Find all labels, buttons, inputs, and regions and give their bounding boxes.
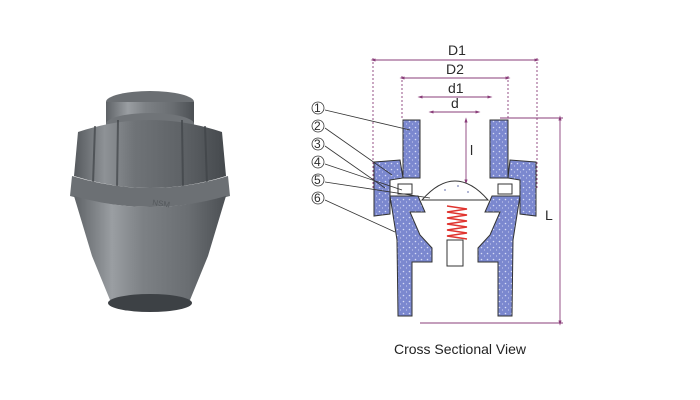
dimension-lines bbox=[370, 58, 563, 326]
dim-d1: d1 bbox=[448, 80, 464, 96]
valve-stem bbox=[446, 239, 464, 267]
valve-body bbox=[74, 196, 226, 306]
svg-text:1: 1 bbox=[314, 101, 321, 115]
svg-text:4: 4 bbox=[314, 155, 321, 169]
dim-L: L bbox=[545, 207, 553, 223]
union-check-valve-product-image: NSM bbox=[70, 91, 230, 312]
svg-text:2: 2 bbox=[314, 119, 321, 133]
callout-1: 1 bbox=[311, 101, 325, 115]
callout-5: 5 bbox=[311, 173, 325, 187]
dim-D1: D1 bbox=[448, 42, 466, 58]
spring bbox=[446, 205, 468, 240]
body-engraving: NSM bbox=[152, 198, 171, 209]
nut-ribs bbox=[92, 119, 208, 191]
union-nut bbox=[74, 120, 226, 188]
dim-D2: D2 bbox=[446, 61, 464, 77]
caption: Cross Sectional View bbox=[393, 341, 527, 357]
dim-d: d bbox=[451, 95, 459, 111]
callout-leaders bbox=[324, 109, 431, 233]
seal-right bbox=[497, 183, 513, 195]
callout-6: 6 bbox=[311, 191, 325, 205]
top-socket bbox=[402, 119, 509, 179]
svg-text:3: 3 bbox=[314, 137, 321, 151]
callout-2: 2 bbox=[311, 119, 325, 133]
body-outline bbox=[419, 120, 491, 178]
dim-l: l bbox=[470, 142, 473, 158]
union-nut-section bbox=[373, 159, 537, 217]
callout-4: 4 bbox=[311, 155, 325, 169]
socket-opening bbox=[108, 294, 192, 312]
svg-text:5: 5 bbox=[314, 173, 321, 187]
collar bbox=[70, 176, 230, 207]
check-disc bbox=[420, 180, 490, 201]
valve-body-section bbox=[389, 195, 521, 317]
svg-text:6: 6 bbox=[314, 191, 321, 205]
callout-3: 3 bbox=[311, 137, 325, 151]
